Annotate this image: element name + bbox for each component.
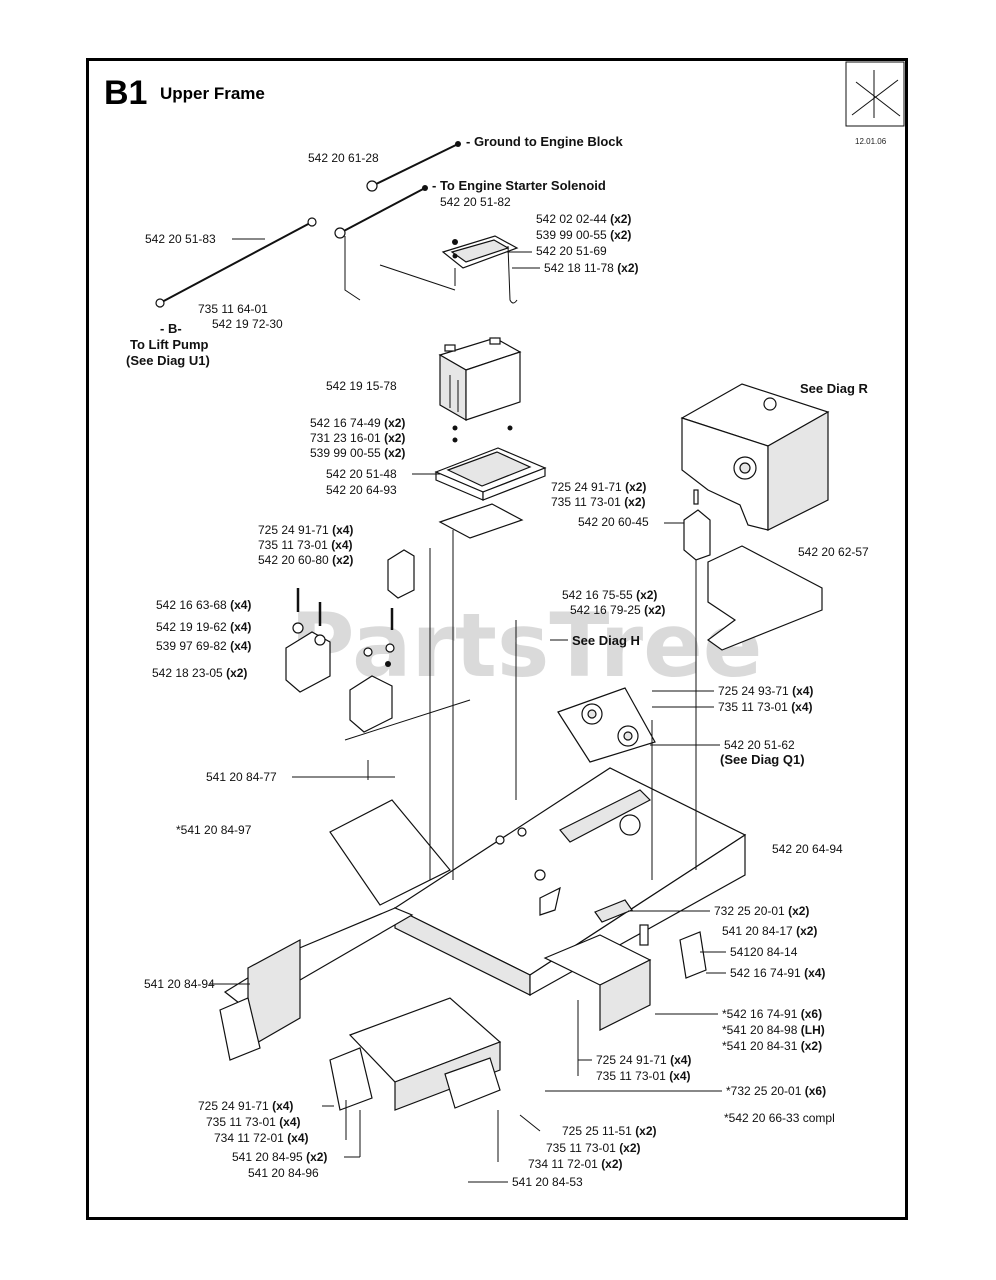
callout-label: 541 20 84-95 (x2) xyxy=(232,1150,327,1164)
callout-label: *541 20 84-31 (x2) xyxy=(722,1039,822,1053)
section-id: B1 xyxy=(104,74,147,112)
callout-label: 541 20 84-17 (x2) xyxy=(722,924,817,938)
callout-label: 735 11 73-01 (x2) xyxy=(546,1141,641,1155)
callout-label: 542 16 79-25 (x2) xyxy=(570,603,665,617)
revision-date: 12.01.06 xyxy=(855,137,887,146)
callout-label: 542 16 75-55 (x2) xyxy=(562,588,657,602)
battery-tray xyxy=(434,447,547,501)
frame-front xyxy=(329,997,502,1111)
callout-label: 542 20 60-45 xyxy=(578,515,649,529)
callout-label: 542 20 51-69 xyxy=(536,244,607,258)
hydro-bracket xyxy=(557,687,656,763)
callout-label: (See Diag U1) xyxy=(126,353,210,368)
diagram-frame xyxy=(86,58,908,1220)
callout-label: 542 18 11-78 (x2) xyxy=(544,261,639,275)
cable-lift-pump xyxy=(155,217,361,308)
battery-hold-down xyxy=(441,235,519,304)
tank-mat xyxy=(706,545,823,651)
callout-label: 725 24 91-71 (x2) xyxy=(551,480,646,494)
callout-label: 541 20 84-94 xyxy=(144,977,215,991)
frame-side-right xyxy=(543,924,707,1031)
callout-label: *541 20 84-98 (LH) xyxy=(722,1023,825,1037)
callout-label: - Ground to Engine Block xyxy=(466,134,623,149)
callout-label: 735 11 73-01 (x4) xyxy=(206,1115,301,1129)
callout-label: 725 24 91-71 (x4) xyxy=(596,1053,691,1067)
callout-label: 542 20 51-48 xyxy=(326,467,397,481)
callout-label: 725 24 91-71 (x4) xyxy=(198,1099,293,1113)
callout-label: 542 20 64-94 xyxy=(772,842,843,856)
callout-label: 542 19 72-30 xyxy=(212,317,283,331)
callout-label: 731 23 16-01 (x2) xyxy=(310,431,405,445)
callout-label: 725 25 11-51 (x2) xyxy=(562,1124,657,1138)
callout-label: 734 11 72-01 (x2) xyxy=(528,1157,623,1171)
battery-mat xyxy=(438,503,524,539)
callout-label: 541 20 84-53 xyxy=(512,1175,583,1189)
callout-label: - To Engine Starter Solenoid xyxy=(432,178,606,193)
callout-label: 542 20 51-62 xyxy=(724,738,795,752)
callout-label: 734 11 72-01 (x4) xyxy=(214,1131,309,1145)
cable-starter xyxy=(334,185,428,239)
callout-label: *541 20 84-97 xyxy=(176,823,252,837)
callout-label: 542 20 64-93 xyxy=(326,483,397,497)
orientation-icon xyxy=(845,61,905,127)
callout-label: 542 02 02-44 (x2) xyxy=(536,212,631,226)
seat-bracket-left xyxy=(285,549,415,733)
frame-side-left xyxy=(219,799,451,1061)
callout-label: 542 20 60-80 (x2) xyxy=(258,553,353,567)
callout-label: 725 24 91-71 (x4) xyxy=(258,523,353,537)
callout-label: 542 16 63-68 (x4) xyxy=(156,598,251,612)
callout-labels: 542 20 51-83 542 20 61-28 - Ground to En… xyxy=(126,134,869,1189)
callout-label: 542 16 74-91 (x4) xyxy=(730,966,825,980)
callout-label: See Diag H xyxy=(572,633,640,648)
callout-label: 542 19 19-62 (x4) xyxy=(156,620,251,634)
callout-label: 539 99 00-55 (x2) xyxy=(536,228,631,242)
callout-label: 735 11 73-01 (x4) xyxy=(718,700,813,714)
callout-label: 541 20 84-96 xyxy=(248,1166,319,1180)
callout-label: - B- xyxy=(160,321,182,336)
callout-label: 542 20 51-83 xyxy=(145,232,216,246)
callout-label: *732 25 20-01 (x6) xyxy=(726,1084,826,1098)
cable-ground xyxy=(366,141,461,192)
callout-label: 542 19 15-78 xyxy=(326,379,397,393)
callout-label: (See Diag Q1) xyxy=(720,752,805,767)
callout-label: *542 20 66-33 compl xyxy=(724,1111,835,1125)
page-title: Upper Frame xyxy=(160,84,265,103)
callout-label: See Diag R xyxy=(800,381,869,396)
callout-label: 735 11 73-01 (x4) xyxy=(596,1069,691,1083)
callout-label: 735 11 64-01 xyxy=(198,302,268,316)
callout-label: To Lift Pump xyxy=(130,337,209,352)
callout-label: 539 97 69-82 (x4) xyxy=(156,639,251,653)
fuel-tank-bracket xyxy=(683,489,711,561)
fuel-tank xyxy=(680,383,830,531)
callout-label: 542 20 51-82 xyxy=(440,195,511,209)
callout-label: 735 11 73-01 (x4) xyxy=(258,538,353,552)
callout-label: 732 25 20-01 (x2) xyxy=(714,904,809,918)
callout-label: 735 11 73-01 (x2) xyxy=(551,495,646,509)
callout-label: 725 24 93-71 (x4) xyxy=(718,684,813,698)
callout-label: 541 20 84-77 xyxy=(206,770,277,784)
callout-label: 539 99 00-55 (x2) xyxy=(310,446,405,460)
watermark: PartsTree xyxy=(290,594,762,697)
callout-label: 542 18 23-05 (x2) xyxy=(152,666,247,680)
callout-label: 54120 84-14 xyxy=(730,945,798,959)
callout-label: 542 20 62-57 xyxy=(798,545,869,559)
battery xyxy=(438,337,522,422)
callout-label: 542 20 61-28 xyxy=(308,151,379,165)
callout-label: *542 16 74-91 (x6) xyxy=(722,1007,822,1021)
callout-label: 542 16 74-49 (x2) xyxy=(310,416,405,430)
